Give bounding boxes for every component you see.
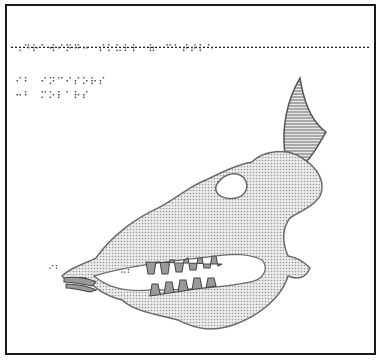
braille-label-incisors: ⠊⠃ xyxy=(48,264,61,275)
skull-shape xyxy=(62,152,322,329)
horn-shape xyxy=(284,78,326,162)
braille-label-molars: ⠒⠃ xyxy=(120,268,133,279)
